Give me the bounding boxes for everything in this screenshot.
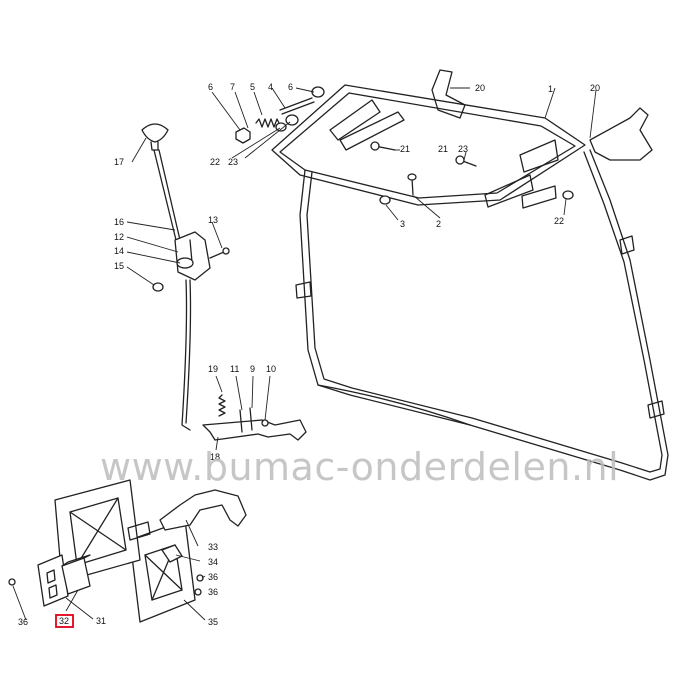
part-label-7: 7 xyxy=(230,82,235,92)
part-label-16: 16 xyxy=(114,217,124,227)
part-label-32: 32 xyxy=(59,616,69,626)
part-label-12: 12 xyxy=(114,232,124,242)
part-label-10: 10 xyxy=(266,364,276,374)
part-label-31: 31 xyxy=(96,616,106,626)
part-label-22-right: 22 xyxy=(554,216,564,226)
part-label-34: 34 xyxy=(208,557,218,567)
part-label-19: 19 xyxy=(208,364,218,374)
lower-mechanism xyxy=(8,479,247,623)
part-label-9: 9 xyxy=(250,364,255,374)
part-label-6-right: 6 xyxy=(288,82,293,92)
part-number-labels: 1 2 3 4 5 6 6 7 9 10 11 12 13 14 15 16 1… xyxy=(18,82,600,628)
part-label-20: 20 xyxy=(475,83,485,93)
part-label-2: 2 xyxy=(436,219,441,229)
hardware-upper xyxy=(235,86,574,205)
part-label-13: 13 xyxy=(208,215,218,225)
part-label-4: 4 xyxy=(268,82,273,92)
part-label-36-left: 36 xyxy=(18,617,28,627)
part-label-5: 5 xyxy=(250,82,255,92)
part-label-23: 23 xyxy=(228,157,238,167)
part-label-14: 14 xyxy=(114,246,124,256)
part-label-20-right: 20 xyxy=(590,83,600,93)
part-label-15: 15 xyxy=(114,261,124,271)
watermark-text: www.bumac-onderdelen.nl xyxy=(100,445,619,489)
latch-assembly xyxy=(202,394,307,441)
part-label-23-right: 23 xyxy=(458,144,468,154)
part-label-36-mid: 36 xyxy=(208,587,218,597)
part-label-17: 17 xyxy=(114,157,124,167)
grass-catcher-frame xyxy=(271,69,669,481)
part-label-33: 33 xyxy=(208,542,218,552)
part-32-highlight-box xyxy=(55,614,74,628)
part-label-21-right: 21 xyxy=(438,144,448,154)
leader-lines xyxy=(12,87,597,621)
part-label-11: 11 xyxy=(230,364,239,374)
part-label-1: 1 xyxy=(548,84,553,94)
part-label-3: 3 xyxy=(400,219,405,229)
part-label-6: 6 xyxy=(208,82,213,92)
part-label-35: 35 xyxy=(208,617,218,627)
part-label-18: 18 xyxy=(210,452,220,462)
part-label-22: 22 xyxy=(210,157,220,167)
part-label-36-top: 36 xyxy=(208,572,218,582)
part-label-21: 21 xyxy=(400,144,410,154)
lift-lever-assembly xyxy=(141,123,230,431)
